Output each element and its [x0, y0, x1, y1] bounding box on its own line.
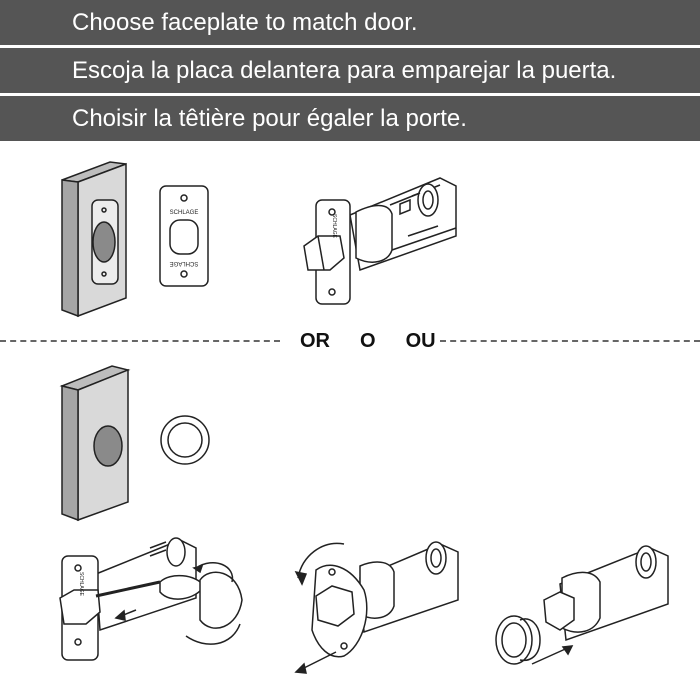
drive-in-collar	[160, 415, 210, 465]
or-english: OR	[300, 330, 330, 352]
instruction-english: Choose faceplate to match door.	[0, 0, 700, 45]
dashed-divider-left	[0, 340, 280, 342]
step-rotate-remove	[294, 541, 459, 674]
instruction-french-text: Choisir la têtière pour égaler la porte.	[72, 104, 467, 132]
svg-text:SCHLAGE: SCHLAGE	[331, 214, 337, 239]
or-french: OU	[405, 330, 436, 352]
instruction-english-text: Choose faceplate to match door.	[72, 8, 418, 36]
faceplate-label-bottom: SCHLAGE	[170, 260, 199, 266]
instruction-french: Choisir la têtière pour égaler la porte.	[0, 96, 700, 141]
instruction-spanish-text: Escoja la placa delantera para emparejar…	[72, 56, 617, 84]
svg-text:SCHLAGE: SCHLAGE	[78, 572, 84, 597]
faceplate-rectangular: SCHLAGE SCHLAGE	[159, 185, 209, 287]
latch-with-rectangular-faceplate: SCHLAGE	[303, 177, 457, 305]
or-separator: OR O OU	[300, 330, 436, 353]
instruction-spanish: Escoja la placa delantera para emparejar…	[0, 48, 700, 93]
step-remove-faceplate: SCHLAGE	[59, 537, 243, 661]
door-edge-round-bore	[59, 365, 131, 522]
step-attach-collar	[495, 545, 669, 665]
door-edge-rectangular-bore	[61, 161, 127, 318]
dashed-divider-right	[440, 340, 700, 342]
or-spanish: O	[360, 330, 376, 352]
faceplate-label-top: SCHLAGE	[170, 210, 199, 216]
